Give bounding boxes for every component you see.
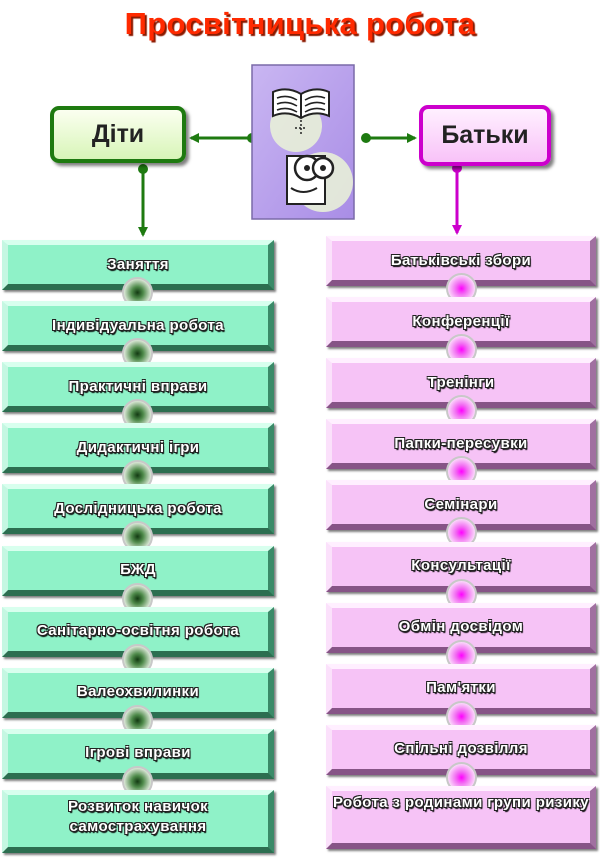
kids-item-label: Дослідницька робота <box>54 499 222 517</box>
parents-item-label: Семінари <box>424 495 498 513</box>
page-title: Просвітницька робота <box>124 6 476 41</box>
parents-item-box: Робота з родинами групи ризику <box>326 785 596 849</box>
parents-item-label: Конференції <box>412 312 510 330</box>
parents-item-label: Робота з родинами групи ризику <box>333 793 589 811</box>
parents-header: Батьки <box>419 105 551 166</box>
kids-item-box: Санітарно-освітня робота <box>2 606 274 657</box>
kids-item-label: Практичні вправи <box>68 377 208 395</box>
parents-item-label: Папки-пересувки <box>394 434 528 452</box>
parents-item-label: Тренінги <box>427 373 495 391</box>
parents-item-label: Батьківські збори <box>390 251 532 269</box>
book-and-reader-icon <box>251 64 355 220</box>
parents-item-label: Пам'ятки <box>426 679 496 697</box>
kids-item-box: Розвиток навичок самострахування <box>2 789 274 853</box>
kids-item-label: Санітарно-освітня робота <box>36 622 240 640</box>
kids-item-label: Дидактичні ігри <box>76 438 200 456</box>
kids-down-dot <box>138 164 148 174</box>
arrow-start-dot-right <box>361 133 371 143</box>
parents-item-label: Спільні дозвілля <box>394 740 528 758</box>
kids-header: Діти <box>50 106 186 163</box>
kids-item-label: Розвиток навичок самострахування <box>67 797 209 835</box>
kids-item-label: Заняття <box>107 255 169 273</box>
kids-item-label: Ігрові вправи <box>85 744 191 762</box>
kids-item-label: Валеохвилинки <box>76 683 200 701</box>
parents-item-label: Обмін досвідом <box>398 618 524 636</box>
kids-item-label: Індивідуальна робота <box>52 316 224 334</box>
kids-item-label: БЖД <box>120 561 156 578</box>
parents-item-label: Консультації <box>411 557 511 574</box>
parents-item-box: Консультації <box>326 541 596 592</box>
